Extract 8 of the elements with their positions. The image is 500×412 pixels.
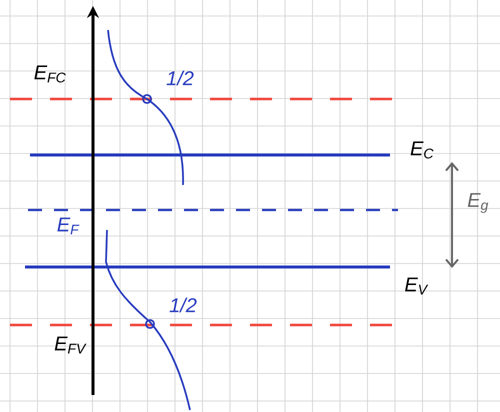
level-label: E$_{V}$: [405, 278, 428, 294]
level-label: E$_{F}$: [57, 218, 80, 234]
level-label: E$_{g}$: [468, 193, 488, 213]
fraction-label: 1/2: [166, 70, 194, 86]
level-label: E$_{FV}$: [54, 336, 86, 354]
fraction-label: 1/2: [170, 298, 197, 312]
level-label: E$_{C}$: [410, 142, 434, 158]
level-label: E$_{FC}$: [34, 66, 66, 82]
